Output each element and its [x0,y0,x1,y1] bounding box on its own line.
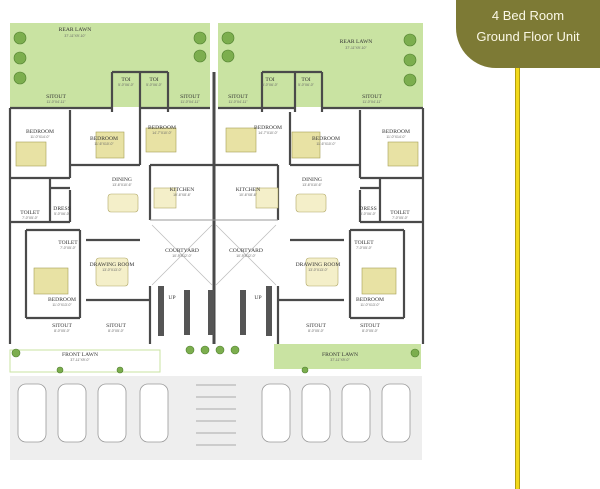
front-lawn-right [274,341,421,369]
left-kitchen-dim: 10'-6"X8'-6" [173,193,191,197]
left-toi2-dim: 5'-0"X6'-0" [146,83,163,87]
right-sitout-b-dim: 11'-0"X4'-11" [362,100,382,104]
right-bedroom2-dim: 11'-6"X10'-0" [316,142,336,146]
right-kitchen-label: KITCHEN [236,187,261,193]
right-bedroom1-dim: 14'-7"X10'-0" [258,131,278,135]
left-bedroom3-label: BEDROOM [148,125,176,131]
unit-title-line1: 4 Bed Room [491,8,565,23]
right-toi1-dim: 5'-0"X6'-0" [262,83,279,87]
right-bedroom1-label: BEDROOM [254,125,282,131]
right-up-label: UP [254,295,261,301]
right-sitout-c-dim: 8'-0"X5'-0" [308,329,325,333]
left-sitout-d-label: SITOUT [106,323,126,329]
left-bedroom3-dim: 14'-7"X10'-0" [152,131,172,135]
left-dress-label: DRESS [53,206,70,212]
left-sitout-d-dim: 8'-0"X5'-0" [108,329,125,333]
unit-title-banner: 4 Bed Room Ground Floor Unit [456,0,600,68]
right-sitout-a-dim: 11'-0"X4'-11" [228,100,248,104]
left-bedroom1-dim: 11'-0"X14'-0" [30,135,50,139]
right-rear-lawn-dim: 37'-11"X9'-10" [345,46,367,50]
left-bedroom4-label: BEDROOM [48,297,76,303]
left-bedroom2-dim: 11'-6"X10'-0" [94,142,114,146]
right-toilet1-label: TOILET [390,210,410,216]
left-up-label: UP [168,295,175,301]
car-icons [17,383,411,443]
left-front-lawn-label: FRONT LAWN [62,352,98,358]
left-bedroom2-label: BEDROOM [90,136,118,142]
right-rear-lawn-label: REAR LAWN [340,39,373,45]
left-rear-lawn-dim: 37'-11"X9'-10" [64,34,86,38]
right-toi2-label: TOI [301,77,310,83]
right-kitchen-dim: 10'-6"X8'-6" [239,193,257,197]
left-bedroom1-label: BEDROOM [26,129,54,135]
right-dress-dim: 5'-0"X6'-0" [360,212,377,216]
right-courtyard-dim: 10'-9"X12'-0" [236,254,256,258]
left-toilet1-dim: 7'-0"X5'-0" [22,216,39,220]
right-toi2-dim: 5'-0"X6'-0" [298,83,315,87]
column-posts [158,286,272,336]
right-front-lawn-dim: 37'-11"X9'-0" [330,358,350,362]
right-toi1-label: TOI [265,77,274,83]
right-bedroom3-label: BEDROOM [382,129,410,135]
right-bedroom2-label: BEDROOM [312,136,340,142]
left-toi1-dim: 5'-0"X6'-0" [118,83,135,87]
right-bedroom4-label: BEDROOM [356,297,384,303]
right-drawing-label: DRAWING ROOM [296,262,341,268]
right-toilet2-dim: 7'-0"X5'-0" [356,246,373,250]
left-courtyard-label: COURTYARD [165,248,199,254]
courtyard-lines [151,224,277,286]
driveway-stripes [196,384,236,446]
left-rear-lawn-label: REAR LAWN [59,27,92,33]
right-sitout-a-label: SITOUT [228,94,248,100]
right-bedroom3-dim: 11'-0"X14'-0" [386,135,406,139]
right-toilet1-dim: 7'-0"X5'-0" [392,216,409,220]
banner-pole [515,66,520,489]
right-drawing-dim: 13'-0"X13'-0" [308,268,328,272]
right-dining-label: DINING [302,177,322,183]
left-toilet1-label: TOILET [20,210,40,216]
left-kitchen-label: KITCHEN [170,187,195,193]
right-dress-label: DRESS [359,206,376,212]
left-toilet2-dim: 7'-0"X5'-0" [60,246,77,250]
table-furniture [95,187,339,287]
left-sitout-b-dim: 11'-0"X4'-11" [180,100,200,104]
unit-title-line2: Ground Floor Unit [476,29,580,44]
left-dining-label: DINING [112,177,132,183]
right-front-lawn-label: FRONT LAWN [322,352,358,358]
rear-lawn-left [10,23,210,107]
left-sitout-a-label: SITOUT [46,94,66,100]
front-lawn-left [9,349,161,373]
right-bedroom4-dim: 11'-0"X13'-0" [360,303,380,307]
left-sitout-c-dim: 8'-0"X5'-0" [54,329,71,333]
right-toilet2-label: TOILET [354,240,374,246]
left-sitout-a-dim: 11'-0"X4'-11" [46,100,66,104]
left-toilet2-label: TOILET [58,240,78,246]
left-drawing-label: DRAWING ROOM [90,262,135,268]
left-front-lawn-dim: 37'-11"X9'-0" [70,358,90,362]
rear-lawn-right [218,23,423,107]
right-courtyard-label: COURTYARD [229,248,263,254]
left-sitout-b-label: SITOUT [180,94,200,100]
left-courtyard-dim: 10'-9"X12'-0" [172,254,192,258]
right-sitout-c-label: SITOUT [306,323,326,329]
left-drawing-dim: 13'-0"X13'-0" [102,268,122,272]
left-dining-dim: 13'-6"X10'-6" [112,183,132,187]
left-bedroom4-dim: 11'-0"X13'-0" [52,303,72,307]
right-sitout-d-dim: 8'-0"X5'-0" [362,329,379,333]
left-toi1-label: TOI [121,77,130,83]
left-toi2-label: TOI [149,77,158,83]
bed-furniture [15,127,419,295]
left-sitout-c-label: SITOUT [52,323,72,329]
right-sitout-b-label: SITOUT [362,94,382,100]
left-dress-dim: 5'-0"X6'-0" [54,212,71,216]
right-sitout-d-label: SITOUT [360,323,380,329]
right-dining-dim: 13'-6"X10'-6" [302,183,322,187]
